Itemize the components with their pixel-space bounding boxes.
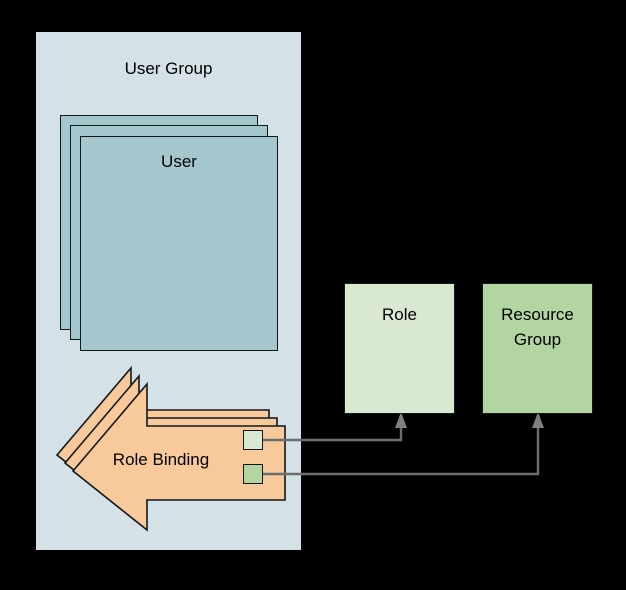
arrowhead-up-role	[395, 412, 407, 428]
user-node[interactable]	[80, 136, 278, 351]
resource-group-node[interactable]: Resource Group	[482, 283, 593, 414]
arrowhead-up-resource-group	[532, 412, 544, 428]
role-binding-label: Role Binding	[112, 450, 210, 469]
user-label: User	[161, 152, 197, 171]
role-port-square[interactable]	[243, 430, 263, 450]
resource-group-label-line2: Group	[513, 330, 562, 349]
role-label: Role	[382, 305, 417, 324]
user-group-label: User Group	[124, 59, 213, 78]
resource-group-label-line1: Resource	[501, 305, 574, 324]
role-node[interactable]: Role	[344, 283, 455, 414]
connector-rolebinding-to-resource-group	[263, 412, 544, 476]
resource-group-port-square[interactable]	[243, 464, 263, 484]
